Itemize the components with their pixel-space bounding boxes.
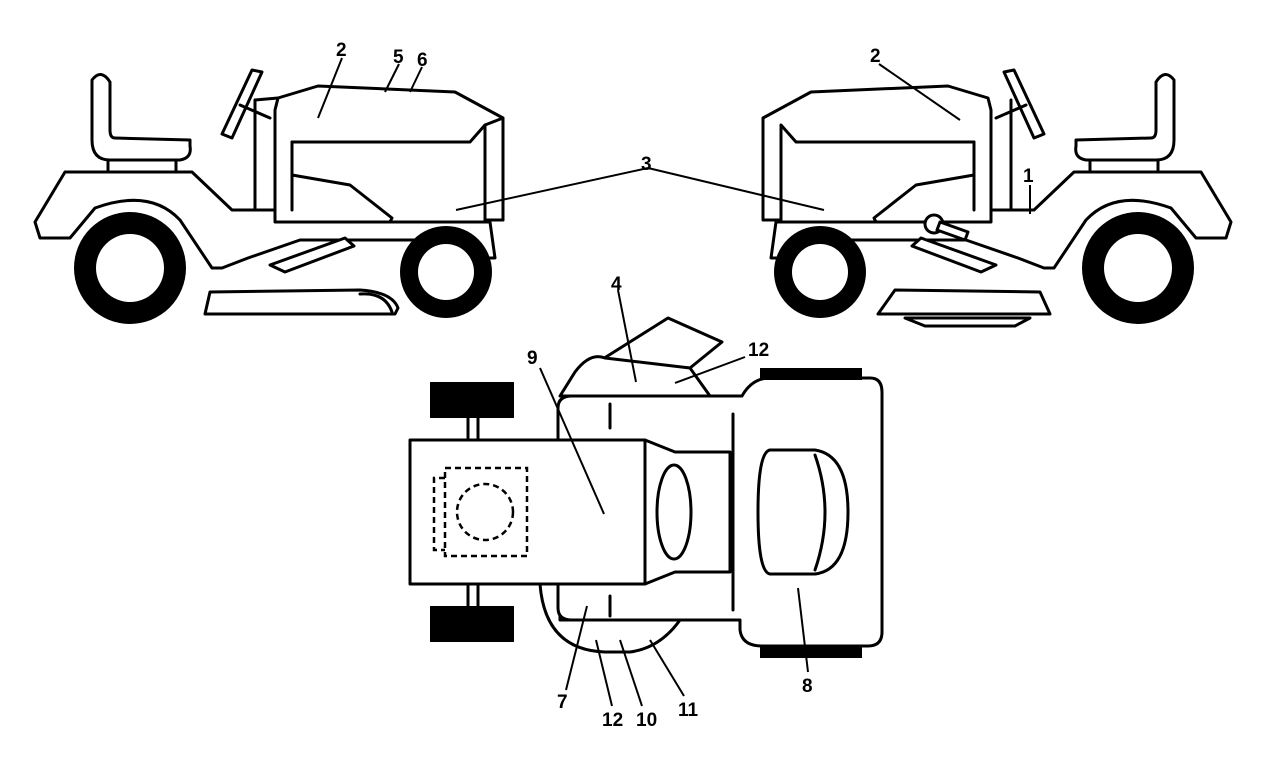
steering-top xyxy=(655,463,693,561)
callout-1: 1 xyxy=(1023,166,1034,187)
engine-outline xyxy=(443,466,529,558)
rear-wheel-right xyxy=(1082,212,1194,324)
callout-3: 3 xyxy=(641,154,652,175)
front-wheel-right xyxy=(774,226,866,318)
rear-tire-bottom xyxy=(430,606,514,642)
hood-oval xyxy=(756,448,850,576)
callout-12-top: 12 xyxy=(748,340,769,361)
hood-right xyxy=(761,84,993,224)
steering-wheel-right xyxy=(1002,68,1046,140)
hood xyxy=(273,84,505,224)
front-tire-bottom xyxy=(760,646,862,658)
callout-8: 8 xyxy=(802,676,813,697)
deck-bottom-bump xyxy=(538,582,682,654)
callout-9: 9 xyxy=(527,348,538,369)
seat-back-right xyxy=(1074,73,1176,162)
callout-labels: 2 5 6 3 2 1 4 12 9 7 12 10 11 8 xyxy=(336,40,1034,731)
mower-deck xyxy=(203,288,400,316)
rear-tire-top xyxy=(430,382,514,418)
rear-wheel-left xyxy=(74,212,186,324)
callout-5: 5 xyxy=(393,47,404,68)
callout-7: 7 xyxy=(557,692,568,713)
callout-10: 10 xyxy=(636,710,657,731)
mower-deck-right xyxy=(876,288,1052,316)
callout-12-bottom: 12 xyxy=(602,710,623,731)
lift-lever xyxy=(923,213,970,242)
callout-6: 6 xyxy=(417,50,428,71)
front-tire-top xyxy=(760,368,862,380)
pedal xyxy=(268,236,356,274)
leader-lines xyxy=(317,57,1031,707)
tractor-right-side-view xyxy=(761,68,1233,328)
steering-wheel xyxy=(220,68,264,140)
tractor-left-side-view xyxy=(33,68,505,324)
front-wheel-left xyxy=(400,226,492,318)
callout-2-left: 2 xyxy=(336,40,347,61)
callout-2-right: 2 xyxy=(870,46,881,67)
seat-base xyxy=(106,158,178,174)
callout-4: 4 xyxy=(611,274,622,295)
callout-11: 11 xyxy=(678,700,699,721)
tractor-top-view xyxy=(408,316,884,658)
grille xyxy=(483,116,505,222)
seat-back xyxy=(90,73,192,162)
